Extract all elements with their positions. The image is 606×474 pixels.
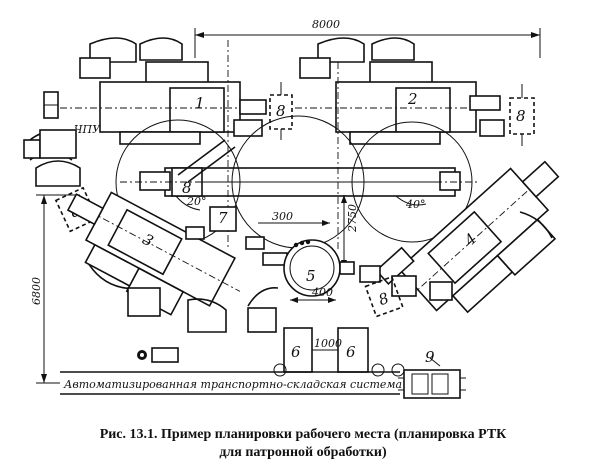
position-6-left: 6	[291, 343, 301, 361]
robot-rail: 8	[139, 139, 461, 197]
dimension-2750: 2750	[341, 195, 359, 268]
position-5: 5	[306, 267, 316, 285]
gripper-store-8-top-right: 8	[509, 84, 535, 146]
unit-7-aux-2	[245, 236, 265, 250]
figure-caption: Рис. 13.1. Пример планировки рабочего ме…	[0, 426, 606, 462]
dimension-400: 400	[290, 286, 336, 303]
position-8-bottom: 8	[376, 289, 391, 309]
machine-1: 1	[60, 37, 267, 145]
pallet-6-right: 6	[337, 327, 405, 377]
dim-label-8000: 8000	[312, 18, 340, 31]
transport-cart-9: 9	[398, 348, 466, 399]
dim-label-2750: 2750	[346, 204, 359, 233]
position-8-center: 8	[182, 179, 192, 197]
machine-3-swing	[247, 287, 279, 307]
unit-7-aux	[185, 226, 205, 240]
dimension-8000: 8000	[194, 18, 541, 58]
machine-4-aux-3	[429, 281, 453, 301]
position-1: 1	[195, 94, 205, 112]
position-8-top-right: 8	[516, 107, 526, 125]
position-2: 2	[407, 90, 418, 108]
position-6-right: 6	[346, 343, 356, 361]
position-8-top-left: 8	[276, 102, 286, 120]
dim-label-400: 400	[311, 286, 333, 299]
machine-4: 4	[375, 160, 560, 314]
unit-7: 7	[209, 206, 237, 232]
machine-3-chip-box	[247, 307, 277, 333]
cnc-label: ЧПУ	[74, 123, 101, 136]
machine-4-arc	[519, 211, 553, 239]
angle-label-20: 20°	[186, 195, 207, 208]
cnc-panel: ЧПУ	[23, 91, 101, 187]
position-7: 7	[218, 209, 228, 227]
dim-label-6800: 6800	[30, 277, 43, 305]
dimension-6800: 6800	[30, 194, 80, 384]
rotary-table-5: 5	[283, 239, 355, 297]
machine-4-aux-2	[359, 265, 381, 283]
position-9: 9	[425, 348, 435, 366]
conveyor-entry	[262, 252, 288, 266]
machine-3-guard	[187, 298, 227, 333]
machine-3: 3	[66, 191, 241, 316]
machine-4-aux	[391, 275, 417, 297]
dimension-300: 300	[258, 210, 330, 226]
caption-line-1: Рис. 13.1. Пример планировки рабочего ме…	[99, 427, 507, 442]
pallet-6-left: 6	[273, 327, 313, 377]
gripper-store-8-top-left: 8	[269, 82, 293, 140]
system-label: Автоматизированная транспортно-складская…	[63, 378, 402, 391]
transport-storage-line: Автоматизированная транспортно-складская…	[60, 371, 402, 395]
dim-label-300: 300	[272, 210, 293, 223]
dim-label-1000: 1000	[314, 337, 342, 350]
operator-console	[137, 347, 179, 363]
dimension-1000: 1000	[312, 337, 342, 351]
machine-3-coolant	[127, 287, 161, 317]
caption-line-2: для патронной обработки)	[219, 445, 387, 460]
machine-2: 2	[295, 37, 505, 145]
layout-drawing: 8000 6800 1	[23, 18, 560, 399]
